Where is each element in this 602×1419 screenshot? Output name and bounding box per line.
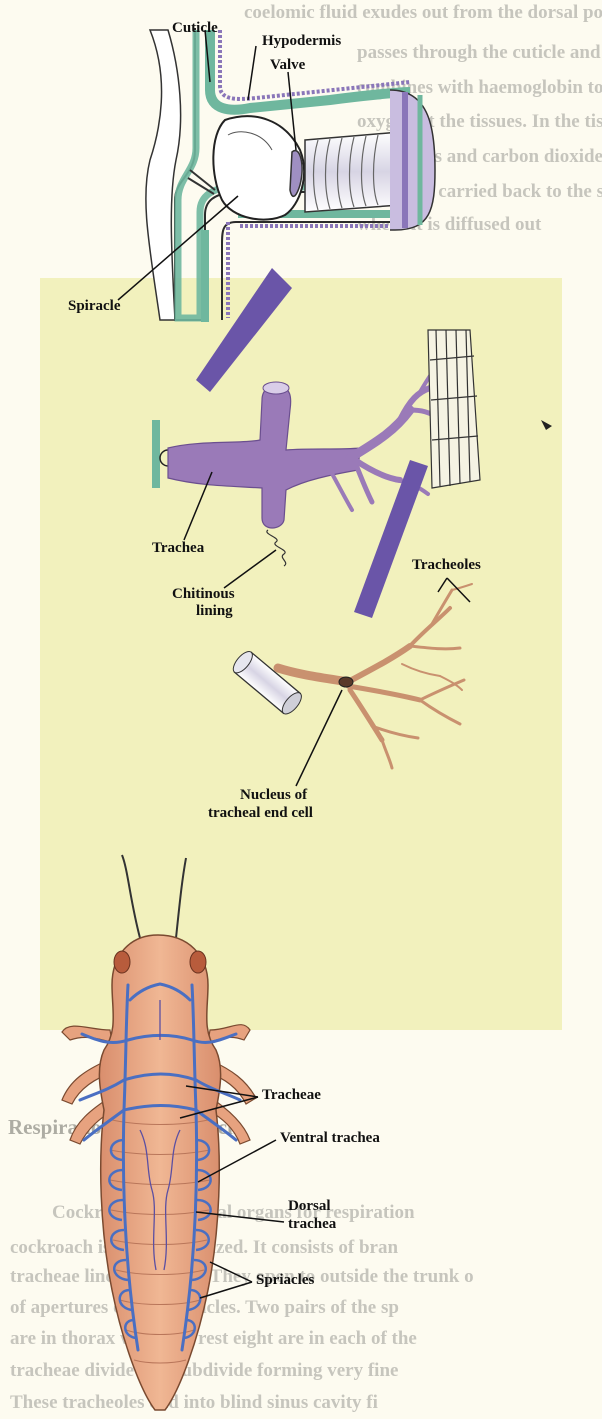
- label-valve: Valve: [270, 57, 305, 74]
- label-dorsal-trachea-2: trachea: [288, 1216, 336, 1233]
- label-chitinous-lining-2: lining: [196, 603, 233, 620]
- label-dorsal-trachea-1: Dorsal: [288, 1198, 331, 1215]
- tracheole-section: [230, 584, 472, 768]
- label-cuticle: Cuticle: [172, 20, 218, 37]
- cockroach-figure: [62, 855, 256, 1410]
- arrow-1: [196, 268, 292, 392]
- label-tracheae: Tracheae: [262, 1087, 321, 1104]
- label-nucleus-2: tracheal end cell: [208, 805, 313, 822]
- label-spiracle: Spiracle: [68, 298, 121, 315]
- label-ventral-trachea: Ventral trachea: [280, 1130, 380, 1147]
- label-tracheoles: Tracheoles: [412, 557, 481, 574]
- label-trachea: Trachea: [152, 540, 204, 557]
- label-hypodermis: Hypodermis: [262, 33, 341, 50]
- label-spriacles: Spriacles: [256, 1272, 314, 1289]
- label-nucleus-1: Nucleus of: [240, 787, 307, 804]
- label-chitinous-lining-1: Chitinous: [172, 586, 235, 603]
